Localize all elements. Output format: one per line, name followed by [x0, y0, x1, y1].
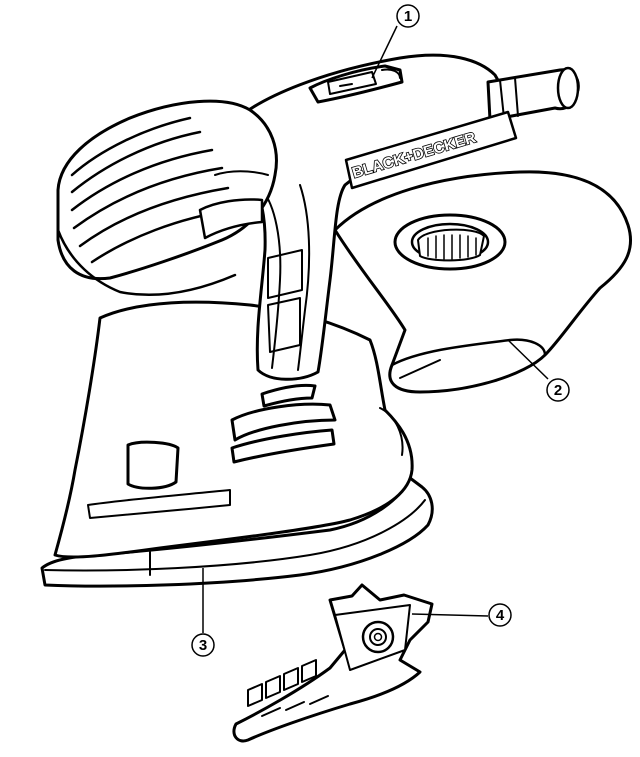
callout-4-label: 4 [496, 607, 505, 624]
callout-2: 2 [547, 379, 569, 401]
callout-1-label: 1 [404, 8, 412, 25]
callout-3: 3 [192, 634, 214, 656]
rear-grip [58, 101, 276, 295]
callout-1: 1 [397, 5, 419, 27]
dust-box [335, 172, 631, 392]
callout-2-label: 2 [554, 382, 562, 399]
finger-attachment [234, 585, 432, 741]
cord-guard [488, 68, 578, 120]
callout-4: 4 [489, 604, 511, 626]
callout-3-label: 3 [199, 637, 207, 654]
sander-body [55, 302, 412, 557]
